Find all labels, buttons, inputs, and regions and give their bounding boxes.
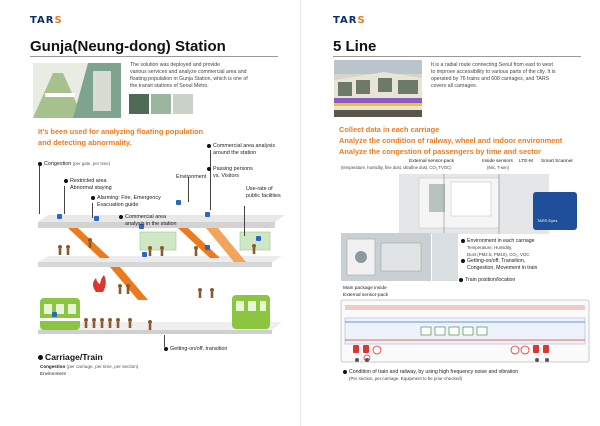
- label-smart-scanner: Smart Scanner: [541, 159, 573, 164]
- leader-line: [64, 186, 65, 214]
- main-package-art: [341, 233, 431, 281]
- label-ext-sensor-sub: (temperature, humidity, fine dust, ultra…: [341, 165, 452, 170]
- label-getting-on-off: Getting-on/off, transition: [164, 346, 227, 353]
- carriage-sub-2: Environment: [40, 371, 66, 376]
- main-package-photo: [341, 233, 431, 281]
- train-photo: [334, 60, 422, 117]
- device-photo-art: [399, 174, 549, 234]
- page-title: 5 Line: [333, 38, 377, 55]
- camera-photo-2: [151, 94, 171, 114]
- page-title: Gunja(Neung-dong) Station: [30, 38, 226, 55]
- carriage-title: Carriage/Train: [38, 352, 103, 362]
- left-page: TARS Gunja(Neung-dong) Station The solut…: [30, 15, 285, 376]
- carriage-sub-1: Congestion (per carriage, per time, per …: [40, 364, 139, 369]
- sensor-pack-photo: [432, 233, 458, 281]
- label-ext-sensor: External sensor-pack: [409, 159, 455, 164]
- station-photo: [33, 63, 121, 118]
- leader-line: [39, 166, 40, 214]
- camera-photo-3: [173, 94, 193, 114]
- train-photo-art: [334, 60, 422, 117]
- leader-line: [164, 335, 165, 347]
- left-highlight: It's been used for analyzing floating po…: [38, 127, 204, 147]
- tars-logo: TARS: [30, 15, 63, 26]
- right-highlights: Collect data in each carriage Analyze th…: [339, 125, 563, 156]
- leader-line: [92, 203, 93, 218]
- leader-line: [244, 206, 245, 236]
- camera-photo-1: [129, 94, 149, 114]
- leader-line: [210, 150, 211, 210]
- title-divider: [30, 56, 278, 57]
- label-inside-sensors-sub: (Mic, T-sen): [487, 165, 510, 170]
- label-train-position: Train position/location: [459, 277, 515, 284]
- station-diagram: [38, 200, 285, 334]
- carriage-schematic: [340, 299, 590, 363]
- leader-line: [188, 177, 189, 202]
- smart-scanner-device: TARS Eyes: [533, 192, 577, 230]
- station-description: The solution was deployed and provide va…: [130, 62, 248, 89]
- label-condition: Condition of train and railway, by using…: [343, 369, 518, 376]
- scanner-badge: TARS Eyes: [537, 218, 558, 223]
- label-condition-sub: (Per section, per carriage. Equipment to…: [349, 376, 462, 381]
- tars-logo: TARS: [333, 15, 366, 26]
- label-environment: Environment: [176, 174, 207, 180]
- station-photo-art: [33, 63, 121, 118]
- label-env-carriage: Environment in each carriage: [461, 238, 534, 245]
- label-getting: Getting-on/off, Transition,Congestion, M…: [461, 258, 537, 271]
- label-congestion: Congestion (per gate, per time): [38, 161, 110, 168]
- device-photo: [399, 174, 549, 234]
- label-lte: LTE-M: [519, 159, 534, 164]
- title-divider: [333, 56, 581, 57]
- label-env-carriage-sub: Temperature, Humidity,Dust (PM2.5, PM10)…: [467, 245, 530, 257]
- line-description: It is a radial route connecting Seoul fr…: [431, 62, 556, 89]
- right-page: TARS 5 Line It is a radial route connect…: [300, 0, 600, 426]
- label-inside-sensors: Inside sensors: [482, 159, 513, 164]
